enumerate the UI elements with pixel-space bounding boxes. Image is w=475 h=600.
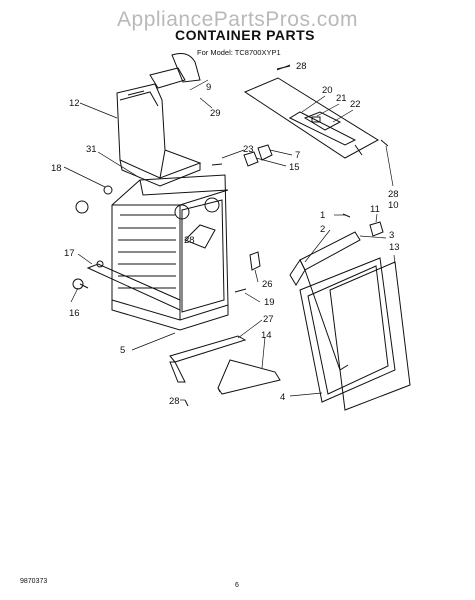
callout-label: 12: [69, 98, 80, 109]
top-bracket-assembly: [243, 77, 379, 159]
callout-label: 13: [389, 242, 400, 253]
callout-label: 26: [262, 279, 273, 290]
callout-label: 17: [64, 248, 75, 259]
door-panel: [299, 257, 396, 403]
callout-label: 4: [280, 392, 285, 403]
callout-label: 5: [120, 345, 125, 356]
callout-label: 18: [51, 163, 62, 174]
leader-lines: [63, 64, 396, 401]
bracket-26: [249, 251, 261, 271]
callout-label: 31: [86, 144, 97, 155]
hinge-7: [257, 144, 273, 161]
callout-label: 28: [184, 235, 195, 246]
callout-label: 28: [296, 61, 307, 72]
callout-label: 21: [336, 93, 347, 104]
callout-label: 22: [350, 99, 361, 110]
callout-label: 10: [388, 200, 399, 211]
callout-label: 11: [370, 204, 380, 215]
fasteners: [72, 65, 389, 407]
callout-label: 28: [169, 396, 180, 407]
callout-label: 2: [320, 224, 325, 235]
diagram-title: CONTAINER PARTS: [175, 27, 315, 43]
callout-label: 1: [320, 210, 325, 221]
callout-label: 7: [295, 150, 300, 161]
door-gasket: [329, 261, 411, 411]
callout-labels: 28 12 9 29 20 21 22 31 23 7 15 18 28 10 …: [51, 61, 400, 407]
callout-label: 14: [261, 330, 272, 341]
hinge-15: [243, 151, 259, 167]
callout-label: 19: [264, 297, 275, 308]
page-number: 6: [235, 582, 239, 589]
toe-plate-assembly: [169, 335, 281, 395]
callout-label: 29: [210, 108, 221, 119]
callout-label: 27: [263, 314, 274, 325]
callout-label: 9: [206, 82, 211, 93]
document-code: 9870373: [20, 578, 48, 585]
callout-label: 15: [289, 162, 300, 173]
bracket-11: [369, 221, 384, 237]
callout-label: 23: [243, 144, 254, 155]
side-trim-strip: [86, 263, 181, 311]
site-watermark: AppliancePartsPros.com: [117, 8, 358, 31]
callout-label: 16: [69, 308, 80, 319]
callout-label: 20: [322, 85, 333, 96]
callout-label: 28: [388, 189, 399, 200]
liner-part: [116, 53, 202, 187]
model-subtitle: For Model: TC8700XYP1: [197, 48, 281, 57]
callout-label: 3: [389, 230, 394, 241]
cabinet-frame: [111, 174, 229, 331]
door-frame: [289, 231, 361, 371]
